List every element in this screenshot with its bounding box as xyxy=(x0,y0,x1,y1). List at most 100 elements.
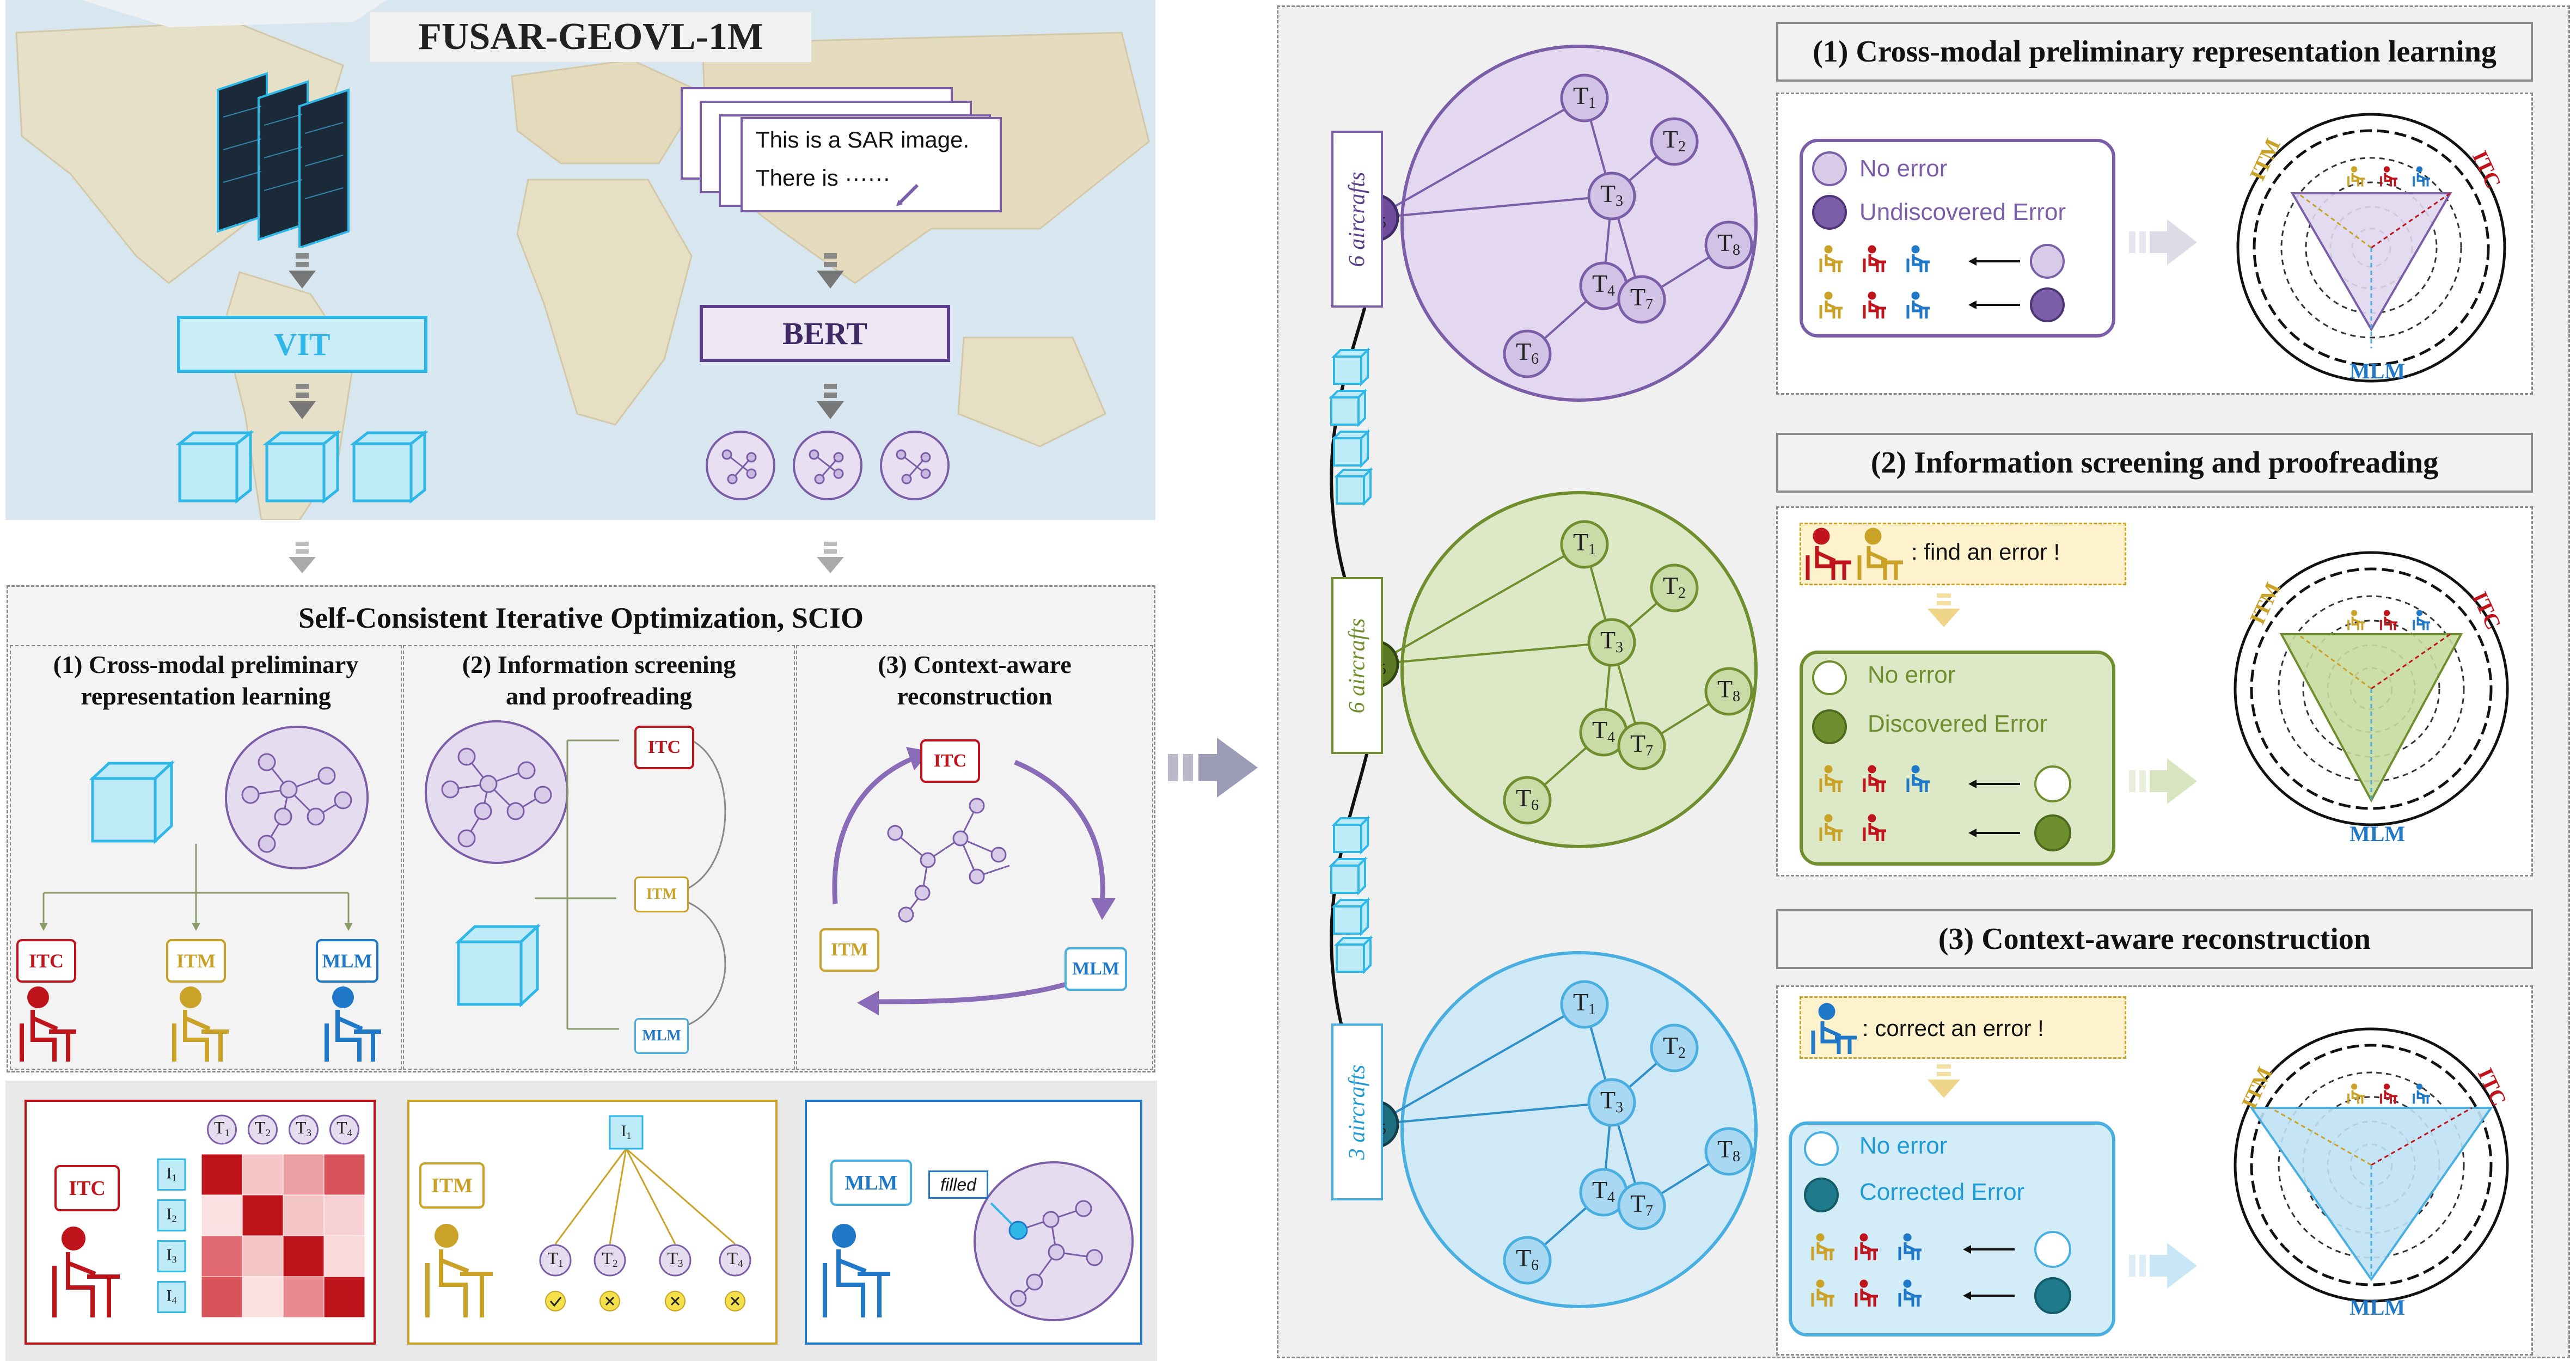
itc-detail-worker-icon xyxy=(52,1227,120,1317)
itc-cell xyxy=(283,1276,325,1318)
graph-edge xyxy=(1604,665,1611,710)
caption-line-2: There is ······ xyxy=(756,165,891,191)
graph-edge xyxy=(1628,602,1658,628)
no-error-marker xyxy=(1804,1131,1839,1166)
itm-text-token-3: T3 xyxy=(659,1244,692,1277)
itc-image-token-1: I1 xyxy=(157,1158,186,1191)
itc-cell xyxy=(323,1276,365,1318)
stage-2-radar-itm-label: ITM xyxy=(2244,578,2285,628)
mlm-worker-icon xyxy=(325,986,381,1062)
svg-text:T8: T8 xyxy=(1717,675,1740,706)
mlm-detail-graph xyxy=(823,1161,1134,1321)
stage-2-finder-box xyxy=(1800,523,2126,585)
svg-text:T3: T3 xyxy=(296,1118,311,1139)
graph-edge xyxy=(1604,218,1611,263)
scio-col-2-line-2: and proofreading xyxy=(505,682,693,710)
stage-1-radar-itc-label: ITC xyxy=(2468,147,2506,192)
itm-worker-icon xyxy=(1857,528,1903,580)
stage-3-side-label: 3 aircrafts xyxy=(1331,1023,1383,1200)
stage-3-error-label: Corrected Error xyxy=(1859,1179,2025,1205)
itc-text-token-2: T2 xyxy=(248,1114,278,1145)
graph-node-t8: T8 xyxy=(1704,220,1753,269)
iteration-graphs: T1T2T3T4T5T6T7T8 T1T2T3T4T5T6T7T8 T1T2T3… xyxy=(1329,45,1758,1308)
stage-1-error-label: Undiscovered Error xyxy=(1859,199,2066,225)
itc-similarity-cells xyxy=(201,1154,365,1318)
flow-arrow-icon xyxy=(1168,738,1258,798)
svg-text:T6: T6 xyxy=(1516,338,1539,368)
graph-edge xyxy=(1543,1206,1588,1246)
scio-col-3-header: (3) Context-aware reconstruction xyxy=(796,649,1153,712)
itm-text-token-2: T2 xyxy=(593,1244,626,1277)
svg-text:T1: T1 xyxy=(547,1248,563,1270)
scio-col-2-mlm: MLM xyxy=(634,1018,689,1054)
text-feature-graphs xyxy=(706,431,950,500)
graph-node-t4: T4 xyxy=(1579,1168,1628,1217)
svg-text:I4: I4 xyxy=(167,1286,177,1305)
stage-3-radar-itc-label: ITC xyxy=(2473,1064,2512,1109)
itc-cell xyxy=(323,1154,365,1196)
graph-edge xyxy=(1617,217,1637,278)
scio-col-1-line-1: (1) Cross-modal preliminary xyxy=(53,651,359,678)
down-arrow-vit-2 xyxy=(289,384,316,419)
itm-detail-box xyxy=(407,1100,778,1345)
itc-image-token-2: I2 xyxy=(157,1199,186,1231)
stage-3-finder-box xyxy=(1800,996,2126,1059)
svg-text:T4: T4 xyxy=(336,1118,353,1139)
itc-detail-label: ITC xyxy=(54,1165,120,1211)
graph-node-t4: T4 xyxy=(1579,708,1628,757)
svg-text:I1: I1 xyxy=(621,1122,632,1141)
worker-duo-icon xyxy=(1821,814,1886,841)
graph-node-t6: T6 xyxy=(1503,1236,1552,1285)
stage-3-flow-arrow-icon xyxy=(2129,1243,2197,1289)
svg-text:T4: T4 xyxy=(727,1248,743,1270)
graph-edge xyxy=(1604,1125,1611,1170)
stage-3-radar-mlm-label: MLM xyxy=(2349,1295,2405,1320)
stage-2-finder-icons xyxy=(1806,528,1903,580)
graph-edge xyxy=(1394,108,1565,207)
svg-text:T4: T4 xyxy=(1592,269,1615,300)
stage-1-no-error-label: No error xyxy=(1859,155,1948,182)
graph-node-t8: T8 xyxy=(1704,1127,1753,1176)
itm-mismatch-cross-icon xyxy=(665,1291,686,1311)
itm-mismatch-cross-icon xyxy=(725,1291,745,1311)
arrow-to-scio-left xyxy=(289,542,316,573)
scio-col-1-header: (1) Cross-modal preliminary representati… xyxy=(10,649,402,712)
undiscovered-error-marker xyxy=(1812,195,1847,230)
itc-text-token-3: T3 xyxy=(289,1114,319,1145)
svg-text:T3: T3 xyxy=(1600,626,1623,657)
itc-cell xyxy=(242,1194,284,1236)
svg-text:I1: I1 xyxy=(167,1164,177,1183)
svg-text:T6: T6 xyxy=(1516,1244,1539,1274)
graph-edge xyxy=(1543,746,1588,786)
stage-1-radar: ITM ITC MLM xyxy=(2236,113,2506,383)
stage-3-finder-text: : correct an error ! xyxy=(1862,1015,2044,1041)
graph-edge xyxy=(1617,664,1637,725)
worker-trio-icon xyxy=(1821,246,1930,272)
graph-edge xyxy=(1628,156,1658,182)
vit-encoder: VIT xyxy=(177,316,427,373)
svg-text:T3: T3 xyxy=(1600,180,1623,210)
itc-cell xyxy=(201,1154,243,1196)
itm-image-token: I1 xyxy=(609,1115,644,1150)
stage-1-radar-mlm-label: MLM xyxy=(2349,359,2405,383)
arrow-to-scio-right xyxy=(817,542,844,573)
mlm-filled-node xyxy=(1008,1221,1028,1240)
stage-3-side-label-text: 3 aircrafts xyxy=(1344,1064,1370,1160)
itc-cell xyxy=(242,1235,284,1277)
graph-edge xyxy=(1397,197,1589,217)
pencil-icon xyxy=(896,183,919,206)
svg-text:T4: T4 xyxy=(1592,716,1615,746)
itc-text-token-4: T4 xyxy=(329,1114,359,1145)
itc-cell xyxy=(283,1235,325,1277)
mlm-filled-label: filled xyxy=(928,1170,988,1199)
svg-text:T1: T1 xyxy=(1573,82,1596,112)
svg-text:T2: T2 xyxy=(1663,572,1686,602)
stage-2-error-label: Discovered Error xyxy=(1868,710,2048,737)
itm-match-check-icon xyxy=(545,1291,566,1311)
itm-text-token-1: T1 xyxy=(539,1244,572,1277)
stage-1-side-label-text: 6 aircrafts xyxy=(1344,171,1370,267)
stage-2-radar: ITM ITC MLM xyxy=(2234,551,2509,846)
stage-3-no-error-label: No error xyxy=(1859,1132,1948,1159)
